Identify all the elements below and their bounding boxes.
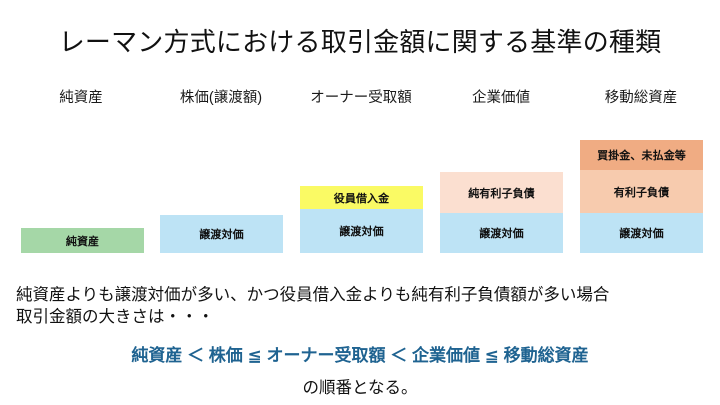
bar-segment-officer-loan: 役員借入金 <box>300 186 423 209</box>
bar-segment-transfer-price: 譲渡対価 <box>580 213 703 253</box>
bar-column-total-assets: 買掛金、未払金等 有利子負債 譲渡対価 <box>580 140 703 253</box>
column-header-row: 純資産 株価(譲渡額) オーナー受取額 企業価値 移動総資産 <box>0 86 720 108</box>
stacked-bar-chart: 純資産 譲渡対価 役員借入金 譲渡対価 純有利子負債 譲渡対価 買掛金、未払金等… <box>21 140 703 253</box>
bar-column-owner-proceeds: 役員借入金 譲渡対価 <box>300 186 423 253</box>
column-header-enterprise-value: 企業価値 <box>472 90 530 106</box>
column-header-share-price: 株価(譲渡額) <box>179 90 263 106</box>
bar-segment-transfer-price: 譲渡対価 <box>160 215 283 253</box>
page-title: レーマン方式における取引金額に関する基準の種類 <box>58 27 662 57</box>
column-header-total-assets: 移動総資産 <box>604 90 678 106</box>
bar-column-share-price: 譲渡対価 <box>160 215 283 253</box>
bar-segment-net-interest-bearing-debt: 純有利子負債 <box>440 172 563 213</box>
explanation-line-1: 純資産よりも譲渡対価が多い、かつ役員借入金よりも純有利子負債額が多い場合 <box>16 286 610 304</box>
bar-segment-interest-bearing-debt: 有利子負債 <box>580 170 703 213</box>
column-header-owner-proceeds: オーナー受取額 <box>310 90 412 106</box>
bar-segment-payables: 買掛金、未払金等 <box>580 140 703 170</box>
explanation-line-2: 取引金額の大きさは・・・ <box>16 308 214 326</box>
bar-column-enterprise-value: 純有利子負債 譲渡対価 <box>440 172 563 253</box>
bar-column-net-assets: 純資産 <box>21 228 144 253</box>
bar-segment-transfer-price: 譲渡対価 <box>300 209 423 253</box>
bar-segment-net-assets: 純資産 <box>21 228 144 253</box>
ordering-formula: 純資産 ＜ 株価 ≦ オーナー受取額 ＜ 企業価値 ≦ 移動総資産 <box>131 346 589 365</box>
column-header-net-assets: 純資産 <box>59 90 103 106</box>
closing-text: の順番となる。 <box>302 379 418 397</box>
bar-segment-transfer-price: 譲渡対価 <box>440 213 563 253</box>
